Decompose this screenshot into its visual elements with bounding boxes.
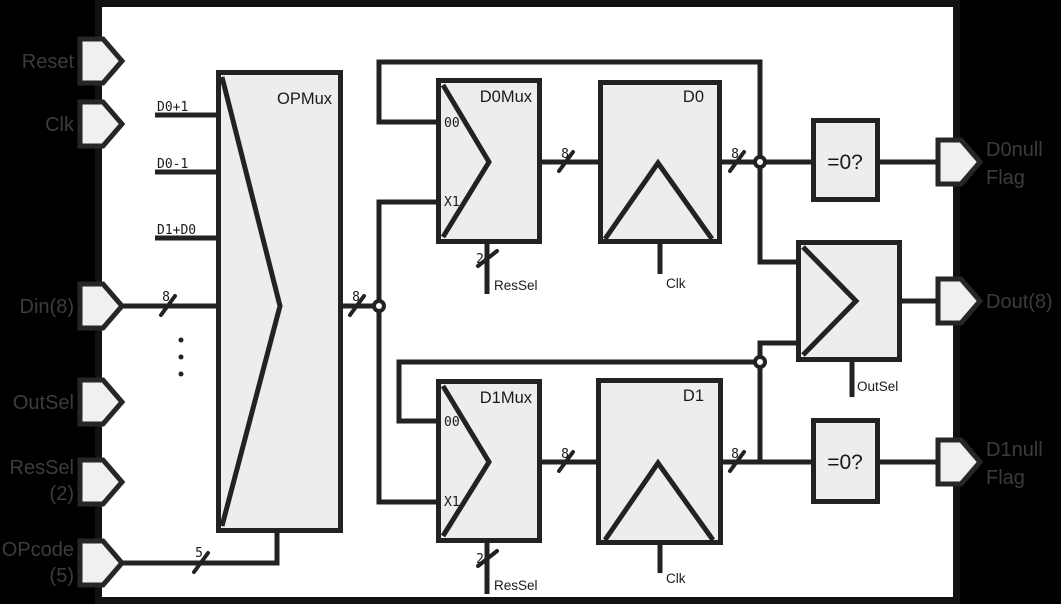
bus-width-label-d1-out: 8: [731, 447, 739, 462]
d1-feedback-junction: [753, 355, 767, 369]
ellipsis-dot: [178, 337, 184, 343]
d0-clock-edge-symbol: [602, 158, 715, 241]
opmux-title: OPMux: [277, 90, 333, 108]
d0mux-select-label: ResSel: [494, 278, 538, 293]
outmux-select-label: OutSel: [857, 379, 898, 394]
port-label-d0null-flag: Flag: [986, 167, 1025, 189]
port-label-d1null: D1null: [986, 439, 1043, 461]
bus-width-slash-din: [159, 294, 177, 317]
outmux-chevron: [801, 245, 860, 357]
bus-width-slash-d1-out: [728, 450, 746, 473]
port-label-opcode-width: (5): [50, 565, 74, 587]
port-label-d1null-flag: Flag: [986, 467, 1025, 489]
d1-clock-edge-symbol: [602, 458, 716, 542]
bus-width-slash-d0mux-out: [557, 150, 575, 173]
input-port-reset: [77, 36, 126, 86]
d1-feedback-wire: [396, 359, 760, 424]
output-port-d0null: [935, 137, 984, 187]
bus-width-label-opmux-out: 8: [352, 290, 360, 305]
bus-width-label-d1mux-out: 8: [561, 447, 569, 462]
io-ports: [77, 36, 984, 588]
bus-width-slash-opcode: [192, 551, 210, 574]
d0mux-title: D0Mux: [480, 88, 533, 106]
bus-width-label-din: 8: [162, 290, 170, 305]
d1-register-block: [596, 378, 723, 545]
d1mux-pin-label-x1: X1: [444, 495, 460, 510]
opmux-input-label-d0plus1: D0+1: [157, 100, 188, 115]
d0mux-pin-label-00: 00: [444, 116, 460, 131]
d0-register-title: D0: [683, 88, 704, 106]
opmux-input-label-d0minus1: D0-1: [157, 157, 188, 172]
port-label-din: Din(8): [20, 296, 74, 318]
output-port-dout: [935, 276, 984, 326]
opmux-output-junction: [372, 299, 386, 313]
input-port-clk: [77, 99, 126, 149]
ellipsis-dot: [178, 371, 184, 377]
input-port-din: [77, 281, 126, 331]
opmux-input-label-d1plusd0: D1+D0: [157, 223, 196, 238]
d1mux-pin-label-00: 00: [444, 415, 460, 430]
bus-width-slash-d1mux-out: [557, 450, 575, 473]
port-label-clk: Clk: [45, 114, 75, 136]
port-label-ressel-width: (2): [50, 483, 74, 505]
zero-comparator-top-label: =0?: [827, 151, 863, 174]
d0mux-pin-label-x1: X1: [444, 195, 460, 210]
d1-to-outmux-wire: [757, 340, 798, 462]
bus-width-label-opcode: 5: [195, 546, 203, 561]
block-titles: OPMux D0Mux D0 D1Mux D1 =0? =0?: [277, 88, 863, 474]
x1-distribution-wire: [376, 199, 438, 505]
d1-clk-label: Clk: [666, 571, 686, 586]
wire-labels: D0+1 D0-1 D1+D0 00 X1 00 X1 8 5 8 8 8 8 …: [157, 100, 898, 593]
port-label-reset: Reset: [22, 51, 75, 73]
d0-output-junction: [753, 155, 767, 169]
d0-feedback-wire: [376, 59, 763, 162]
input-port-ressel: [77, 457, 126, 507]
blocks: [216, 70, 902, 545]
port-label-outsel: OutSel: [13, 392, 74, 414]
input-port-opcode: [77, 538, 126, 588]
d1mux-chevron: [440, 384, 492, 538]
wires: [114, 59, 938, 594]
bus-width-label-d0mux-out: 8: [561, 147, 569, 162]
bus-width-label-d0-out: 8: [731, 147, 739, 162]
d1-register-title: D1: [683, 387, 704, 405]
port-label-dout: Dout(8): [986, 291, 1053, 313]
d0-clk-label: Clk: [666, 276, 686, 291]
d0-to-outmux-wire: [757, 162, 798, 265]
zero-comparator-bottom-block: [811, 418, 880, 504]
opcode-select-wire: [116, 533, 280, 566]
d0mux-select-width-label: 2: [476, 252, 484, 267]
d1mux-select-label: ResSel: [494, 578, 538, 593]
port-label-ressel: ResSel: [10, 457, 74, 479]
port-labels: Reset Clk Din(8) OutSel ResSel (2) OPcod…: [2, 51, 1053, 587]
port-label-d0null: D0null: [986, 139, 1043, 161]
port-label-opcode: OPcode: [2, 539, 74, 561]
d0mux-chevron: [440, 83, 492, 239]
bus-width-slash-d0-out: [728, 150, 746, 173]
opmux-chevron: [219, 76, 283, 527]
bus-width-slash-d0mux-sel: [476, 249, 499, 268]
d1mux-select-width-label: 2: [476, 552, 484, 567]
d1mux-title: D1Mux: [480, 389, 533, 407]
output-port-d1null: [935, 437, 984, 487]
bus-width-slash-opmux-out: [348, 294, 366, 317]
input-port-outsel: [77, 377, 126, 427]
bus-width-marks: [159, 150, 746, 574]
zero-comparator-top-block: [811, 118, 880, 202]
bus-width-slash-d1mux-sel: [476, 549, 499, 568]
ellipsis-dot: [178, 354, 184, 360]
zero-comparator-bottom-label: =0?: [827, 451, 863, 474]
junctions: [178, 155, 767, 377]
